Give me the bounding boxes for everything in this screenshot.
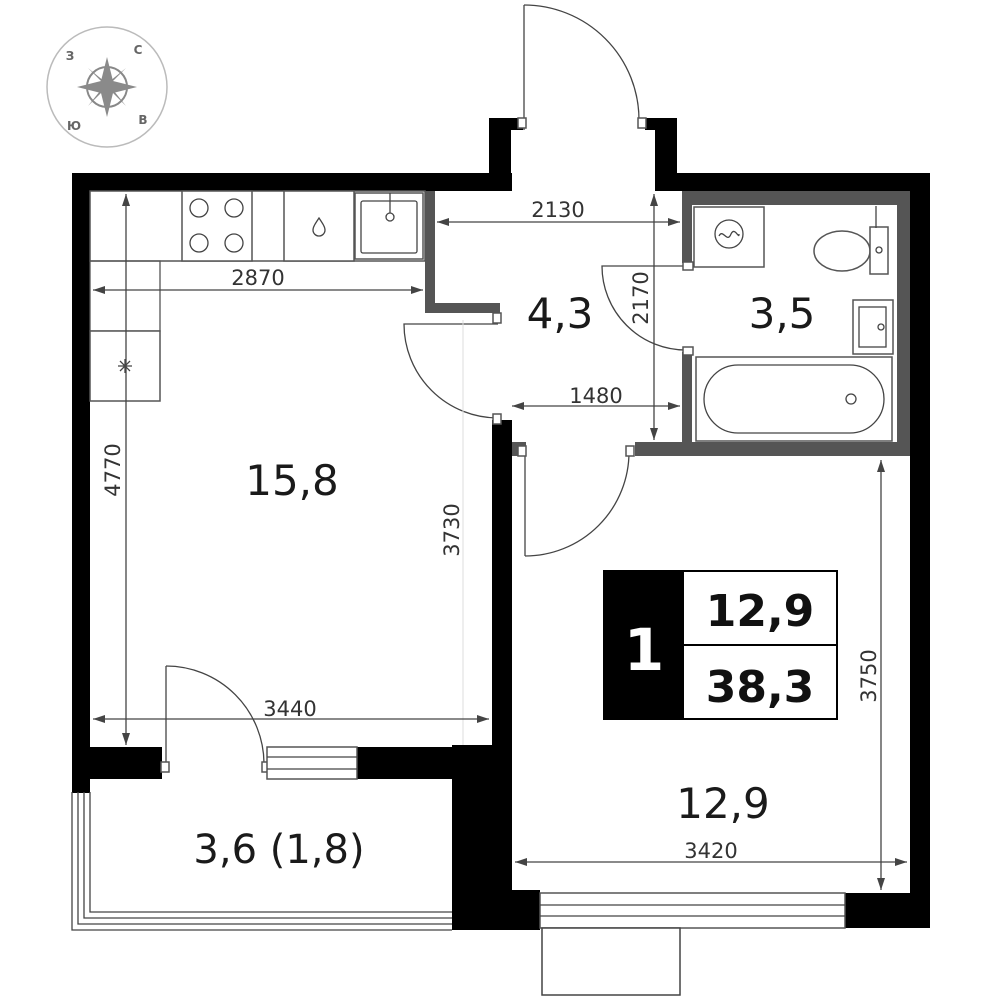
badge-total-area: 38,3 bbox=[706, 662, 815, 713]
dim-living-height: 3730 bbox=[440, 503, 464, 556]
dim-kitchen-width: 2870 bbox=[231, 266, 284, 290]
compass-north: С bbox=[134, 43, 143, 57]
room-area-bathroom: 3,5 bbox=[749, 289, 816, 338]
dim-hall-width: 2130 bbox=[531, 198, 584, 222]
outer-walls bbox=[72, 118, 930, 930]
badge-living-area: 12,9 bbox=[706, 586, 815, 637]
room-area-kitchen-living: 15,8 bbox=[245, 456, 339, 505]
dim-bedroom-height: 3750 bbox=[857, 649, 881, 702]
badge-rooms-count: 1 bbox=[624, 616, 664, 684]
dim-corridor-width: 1480 bbox=[569, 384, 622, 408]
room-area-bedroom: 12,9 bbox=[676, 779, 770, 828]
dim-hall-height: 2170 bbox=[629, 271, 653, 324]
bathtub-icon bbox=[695, 356, 893, 442]
kitchen-fixtures bbox=[89, 190, 464, 745]
doors bbox=[160, 4, 694, 773]
compass-west: З bbox=[66, 49, 75, 63]
compass-east: В bbox=[138, 113, 147, 127]
dim-kitchen-height: 4770 bbox=[101, 443, 125, 496]
dishwasher-icon bbox=[283, 190, 355, 262]
area-badge: 1 12,9 38,3 bbox=[603, 570, 838, 720]
compass: С З Ю В bbox=[46, 26, 168, 148]
partitions bbox=[425, 191, 910, 456]
dimension-arrows bbox=[93, 194, 907, 890]
kitchen-sink-icon bbox=[354, 192, 424, 260]
bathroom-fixtures bbox=[693, 206, 894, 442]
compass-south: Ю bbox=[67, 119, 81, 133]
dim-living-width: 3440 bbox=[263, 697, 316, 721]
toilet-icon bbox=[813, 230, 871, 272]
dim-bedroom-width: 3420 bbox=[684, 839, 737, 863]
room-area-balcony: 3,6 (1,8) bbox=[193, 827, 364, 873]
room-area-hall: 4,3 bbox=[527, 289, 594, 338]
windows bbox=[71, 746, 846, 996]
dimension-lines bbox=[93, 194, 907, 890]
